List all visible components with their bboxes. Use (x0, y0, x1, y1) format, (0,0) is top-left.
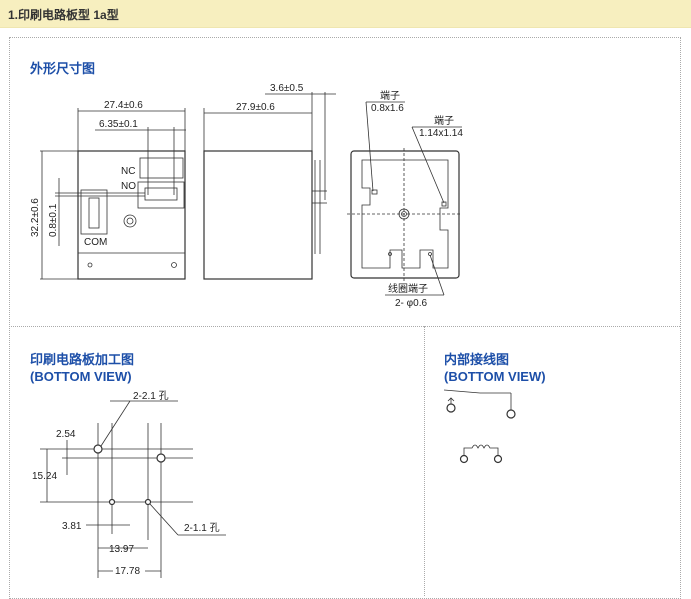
dim-13-97: 13.97 (109, 544, 134, 555)
bottom-view: 端子 0.8x1.6 端子 1.14x1.14 线圈端子 2- φ0.6 (347, 89, 463, 309)
dim-17-78: 17.78 (115, 566, 140, 577)
dim-pin-length: 3.6±0.5 (270, 83, 304, 94)
dim-3-81: 3.81 (62, 521, 82, 532)
side-view: 27.9±0.6 3.6±0.5 (203, 83, 336, 280)
dim-hole-large: 2-2.1 孔 (133, 390, 169, 402)
wiring-title-text: 内部接线图 (444, 352, 510, 367)
coil-terminal-size: 2- φ0.6 (395, 298, 427, 309)
pcb-title: 印刷电路板加工图 (BOTTOM VIEW) (30, 351, 134, 385)
front-view: NC NO COM 27.4±0.6 6.35±0.1 32.2±0.6 0.8… (30, 100, 186, 280)
nc-label: NC (121, 166, 135, 177)
dim-pin-thickness: 0.8±0.1 (48, 203, 59, 237)
com-label: COM (84, 237, 107, 248)
dim-pin-offset: 6.35±0.1 (99, 119, 138, 130)
wiring-title: 内部接线图 (BOTTOM VIEW) (444, 351, 546, 385)
wiring-diagram (443, 389, 516, 464)
section-header: 1.印刷电路板型 1a型 (0, 0, 691, 28)
dim-width-side: 27.9±0.6 (236, 102, 275, 113)
terminal2-size: 1.14x1.14 (419, 128, 463, 139)
coil-terminal-name: 线圈端子 (388, 282, 428, 295)
pcb-title-text: 印刷电路板加工图 (30, 352, 135, 367)
dim-15-24: 15.24 (32, 471, 57, 482)
dim-hole-small: 2-1.1 孔 (184, 522, 220, 534)
pcb-subtitle: (BOTTOM VIEW) (30, 369, 132, 384)
dim-width-front: 27.4±0.6 (104, 100, 143, 111)
dim-2-54: 2.54 (56, 429, 76, 440)
pcb-layout: 2-2.1 孔 2-1.1 孔 2.54 15.24 3.81 13.97 17… (32, 390, 226, 578)
divider-vertical (424, 326, 425, 596)
wiring-subtitle: (BOTTOM VIEW) (444, 369, 546, 384)
terminal1-size: 0.8x1.6 (371, 103, 404, 114)
divider-horizontal (9, 326, 680, 327)
dim-height: 32.2±0.6 (30, 198, 41, 237)
no-label: NO (121, 181, 136, 192)
outline-title: 外形尺寸图 (30, 61, 96, 76)
terminal1-name: 端子 (380, 89, 400, 102)
terminal2-name: 端子 (434, 114, 454, 127)
section-title: 1.印刷电路板型 1a型 (8, 8, 119, 22)
